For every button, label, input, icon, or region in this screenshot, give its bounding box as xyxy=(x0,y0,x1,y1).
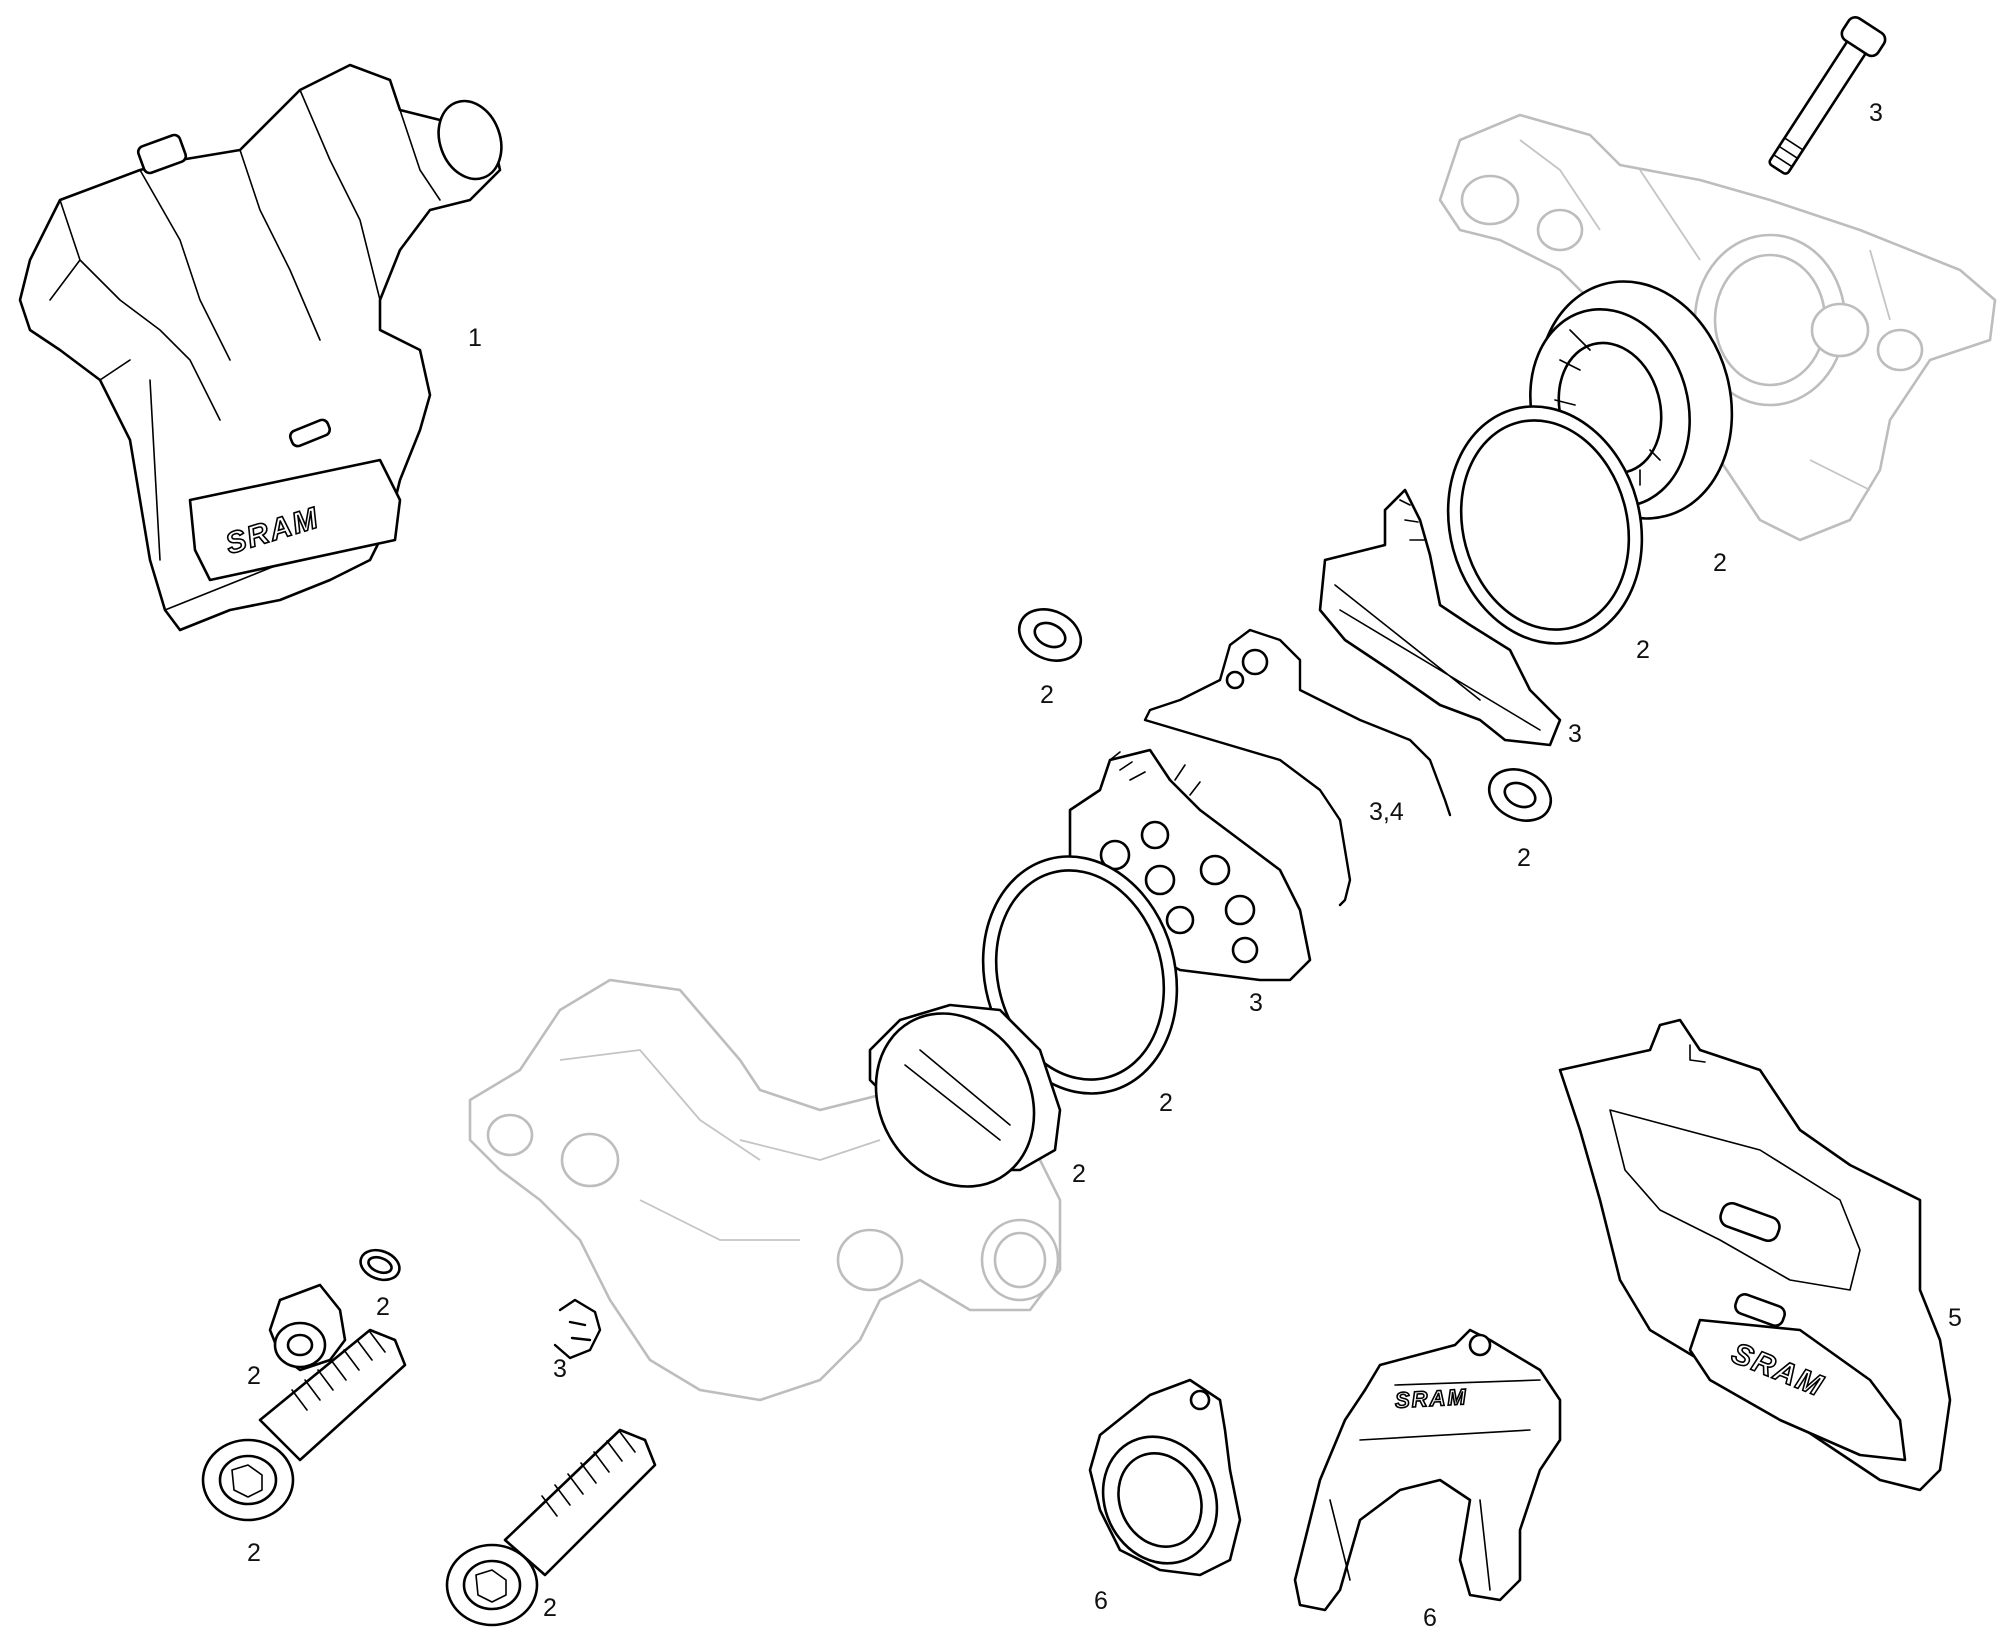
bleed-screw xyxy=(268,1283,347,1372)
callout-pad-retainer-clip: 3 xyxy=(553,1355,567,1383)
ghost-caliper-lower xyxy=(468,978,1062,1402)
pad-retainer-clip xyxy=(553,1298,602,1360)
callout-pad-right: 3 xyxy=(1568,720,1582,748)
o-ring-small xyxy=(359,1248,401,1282)
callout-pad-left: 3 xyxy=(1249,989,1263,1017)
callout-piston-seal-left: 2 xyxy=(1159,1089,1173,1117)
callout-piston-left: 2 xyxy=(1072,1160,1086,1188)
callout-pad-spring: 3,4 xyxy=(1369,798,1404,826)
ghost-caliper-upper xyxy=(1438,113,1997,542)
callout-bleed-block: 6 xyxy=(1423,1604,1437,1631)
callout-bleed-adapter-ring: 6 xyxy=(1094,1587,1108,1615)
piston-left xyxy=(868,1003,1062,1188)
callout-bleed-washer-right: 2 xyxy=(1517,844,1531,872)
callout-labels: 1 3 2 2 3 3,4 2 2 3 2 2 2 2 3 2 2 5 6 6 xyxy=(247,99,1962,1631)
mount-bolt-right xyxy=(445,1428,657,1627)
piston-seal-right xyxy=(1446,405,1644,645)
callout-mount-bolt-right: 2 xyxy=(543,1594,557,1622)
callout-caliper-body-cover: 1 xyxy=(468,324,482,352)
callout-piston-seal-right: 2 xyxy=(1636,636,1650,664)
callout-shield-cover: 5 xyxy=(1948,1304,1962,1332)
bleed-adapter-ring xyxy=(1088,1378,1242,1577)
mount-bolt-left xyxy=(201,1328,407,1522)
pad-spring xyxy=(1143,628,1452,907)
washer-left-top xyxy=(1017,608,1083,662)
pad-pin-bolt xyxy=(1768,16,1887,175)
piston-seal-left xyxy=(981,855,1179,1095)
block-logo: SRAM xyxy=(1394,1384,1468,1413)
cover-plate: SRAM xyxy=(188,418,402,582)
shield-cover: SRAM xyxy=(1558,1018,1952,1492)
caliper-body-cover: SRAM xyxy=(18,63,503,632)
callout-mount-bolt-left: 2 xyxy=(247,1539,261,1567)
callout-piston-right-outer: 2 xyxy=(1713,549,1727,577)
callout-bleed-washer-left: 2 xyxy=(1040,681,1054,709)
brake-pad-right xyxy=(1318,488,1562,747)
bleed-block: SRAM xyxy=(1293,1328,1562,1612)
callout-bleed-screw: 2 xyxy=(247,1362,261,1390)
washer-right xyxy=(1487,768,1553,822)
callout-banjo-bolt-upper: 3 xyxy=(1869,99,1883,127)
callout-o-ring-small: 2 xyxy=(376,1293,390,1321)
